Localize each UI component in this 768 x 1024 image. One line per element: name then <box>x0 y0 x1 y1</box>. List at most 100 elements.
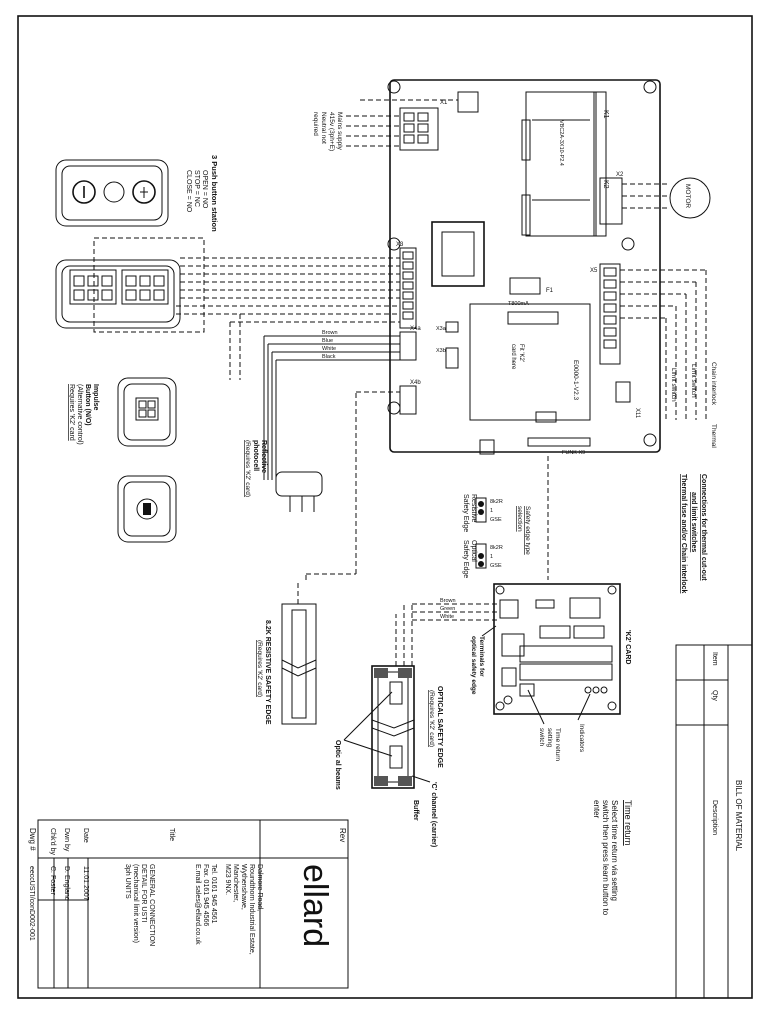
title-label: Title <box>168 828 175 841</box>
title-line-2: DETAIL FOR USTI <box>140 864 147 922</box>
mains-supply: Mains supply 415v (3ph+E) Neutral not re… <box>312 99 458 151</box>
optical-choice-1: 1 <box>490 554 493 560</box>
contactor-model: VBC2A-3X10-P2.4 <box>558 120 564 166</box>
limit-switch-label-2: Limit switch <box>670 368 677 402</box>
push-button-label: 3 Push button station <box>210 155 219 232</box>
resistive-edge-line-2: (Requires 'K2' card) <box>256 640 263 697</box>
selector-note-2: selection <box>516 506 523 532</box>
open-button-icon <box>72 180 96 204</box>
bom-title: BILL OF MATERIAL <box>734 780 743 852</box>
resistive-choice-gse: GSE <box>490 517 502 523</box>
optical-edge-line-2: (Requires 'K2' card) <box>428 690 435 747</box>
checked-label: Chk'd by <box>49 828 56 856</box>
bom-header-item: Item <box>711 652 718 666</box>
control-cables <box>176 257 400 380</box>
wire-white: White <box>322 346 336 352</box>
motor-label: MOTOR <box>684 184 691 208</box>
mains-line-3: Neutral not <box>320 112 327 144</box>
company-fax: Fax. 0161 945 4566 <box>202 864 209 926</box>
time-return-heading: Time return <box>623 800 633 846</box>
push-button-open: OPEN = NO <box>201 170 208 209</box>
stop-button-icon <box>103 181 125 203</box>
k2-wire-green: Green <box>440 606 455 612</box>
chain-note-1: Connections for thermal cut-out <box>700 474 707 581</box>
terminal-x1: X1 <box>440 100 448 106</box>
reflective-line-3: (Requires 'K2' card) <box>244 440 251 497</box>
k2-time-return-2: setting <box>546 728 553 748</box>
wire-brown: Brown <box>322 330 338 336</box>
mains-line-1: Mains supply <box>336 112 343 151</box>
terminal-x11: X11 <box>634 408 640 419</box>
chain-note-3: Thermal fuse and/or Chain interlock <box>680 474 687 594</box>
k2-card: 'K2' CARD Brown Green White Terminals fo… <box>412 583 631 761</box>
photocell-wiring: Brown Blue White Black <box>263 330 400 480</box>
terminals-note-2: optical safety edge <box>470 636 477 695</box>
k2-wire-brown: Brown <box>440 598 456 604</box>
main-control-board: X1 K1 K2 VBC2A-3X10-P2.4 T800mA F1 X3 X4… <box>387 79 661 456</box>
motor: MOTOR <box>622 177 711 219</box>
company-email: E.mail sales@ellard.co.uk <box>194 864 201 945</box>
date-label: Date <box>82 828 89 843</box>
date-value: 11.01.2007 <box>82 866 89 901</box>
limit-switch-label-1: Limit switch <box>690 364 697 398</box>
terminals-note-1: Terminals for <box>478 636 485 677</box>
k2-wire-white: White <box>440 614 454 620</box>
mains-line-4: required <box>312 112 319 136</box>
fit-card-line-1: Fit 'K2' <box>518 344 524 362</box>
mains-line-2: 415v (3ph+E) <box>328 112 335 151</box>
close-button-icon <box>132 180 156 204</box>
terminal-x4b: X4b <box>410 380 421 386</box>
card-label: E0000-1-V2.3 <box>572 360 579 400</box>
terminal-x5: X5 <box>590 268 598 274</box>
dwg-value: eeccUSTI/conD002-001 <box>28 866 35 941</box>
sheet-border <box>17 15 753 999</box>
time-return-line-3: enter <box>592 800 601 819</box>
optical-choice-gse: GSE <box>490 563 502 569</box>
resistive-choice-1: 1 <box>490 508 493 514</box>
edge-type-selectors: 8k2R 1 GSE Resistive Safety Edge 8k2R 1 … <box>462 456 549 580</box>
wire-blue: Blue <box>322 338 333 344</box>
impulse-line-1: Impulse <box>92 384 99 411</box>
impulse-line-2: Button (N/O) <box>84 384 91 426</box>
company-logo: ellard <box>296 864 334 947</box>
optical-label-1: Optical <box>470 540 477 562</box>
buffer-label: Buffer <box>412 800 419 821</box>
contactor-k2: K2 <box>602 180 609 189</box>
reflective-line-1: Reflective <box>260 440 267 473</box>
resistive-label-1: Resistive <box>470 494 477 523</box>
title-block: Rev ellard Dalmore Road, Roundthorn Indu… <box>28 819 349 989</box>
thermal-label: Thermal <box>710 424 717 448</box>
c-channel-label: 'C' channel (carrier) <box>430 782 437 847</box>
impulse-line-3: (Alternative control) <box>76 384 83 445</box>
resistive-edge-line-1: 8.2K RESISTIVE SAFETY EDGE <box>264 620 271 725</box>
push-button-stop: STOP = NC <box>193 170 200 207</box>
title-line-3: (mechanical limit version) <box>132 864 139 943</box>
terminal-x3: X3 <box>396 242 404 248</box>
terminal-x3b: X3b <box>436 348 446 354</box>
optical-label-2: Safety Edge <box>462 540 469 578</box>
bom-header-qty: Qty <box>711 690 718 701</box>
chain-interlock-label: Chain interlock <box>710 362 717 406</box>
drawn-value: D. England <box>63 866 70 901</box>
dwg-label: Dwg # <box>28 828 37 851</box>
fuse-label: F1 <box>546 288 554 294</box>
reflective-line-2: photocell <box>252 440 259 471</box>
time-return-line-1: Select time return via setting <box>610 800 619 901</box>
wire-black: Black <box>322 354 336 360</box>
company-tel: Tel. 0161 945 4561 <box>210 864 217 924</box>
push-button-station: 3 Push button station OPEN = NO STOP = N… <box>55 155 219 232</box>
selector-note-1: Safety edge type <box>524 506 531 555</box>
chain-note-2: and limit switches <box>690 492 697 552</box>
push-button-close: CLOSE = NO <box>185 170 192 213</box>
bom-header-description: Description <box>711 800 718 835</box>
resistive-choice-8k2r: 8k2R <box>490 499 503 505</box>
title-line-4: 3ph UNITS <box>124 864 131 899</box>
k2-time-return-1: Time return <box>554 728 561 761</box>
resistive-label-2: Safety Edge <box>462 494 469 532</box>
k2-card-label: 'K2' CARD <box>624 630 631 664</box>
drawn-label: Dwn by <box>63 828 70 852</box>
company-address-line-1: Dalmore Road, <box>256 864 263 911</box>
terminal-x2: X2 <box>616 172 624 178</box>
title-line-1: GENERAL CONNECTION <box>148 864 155 946</box>
